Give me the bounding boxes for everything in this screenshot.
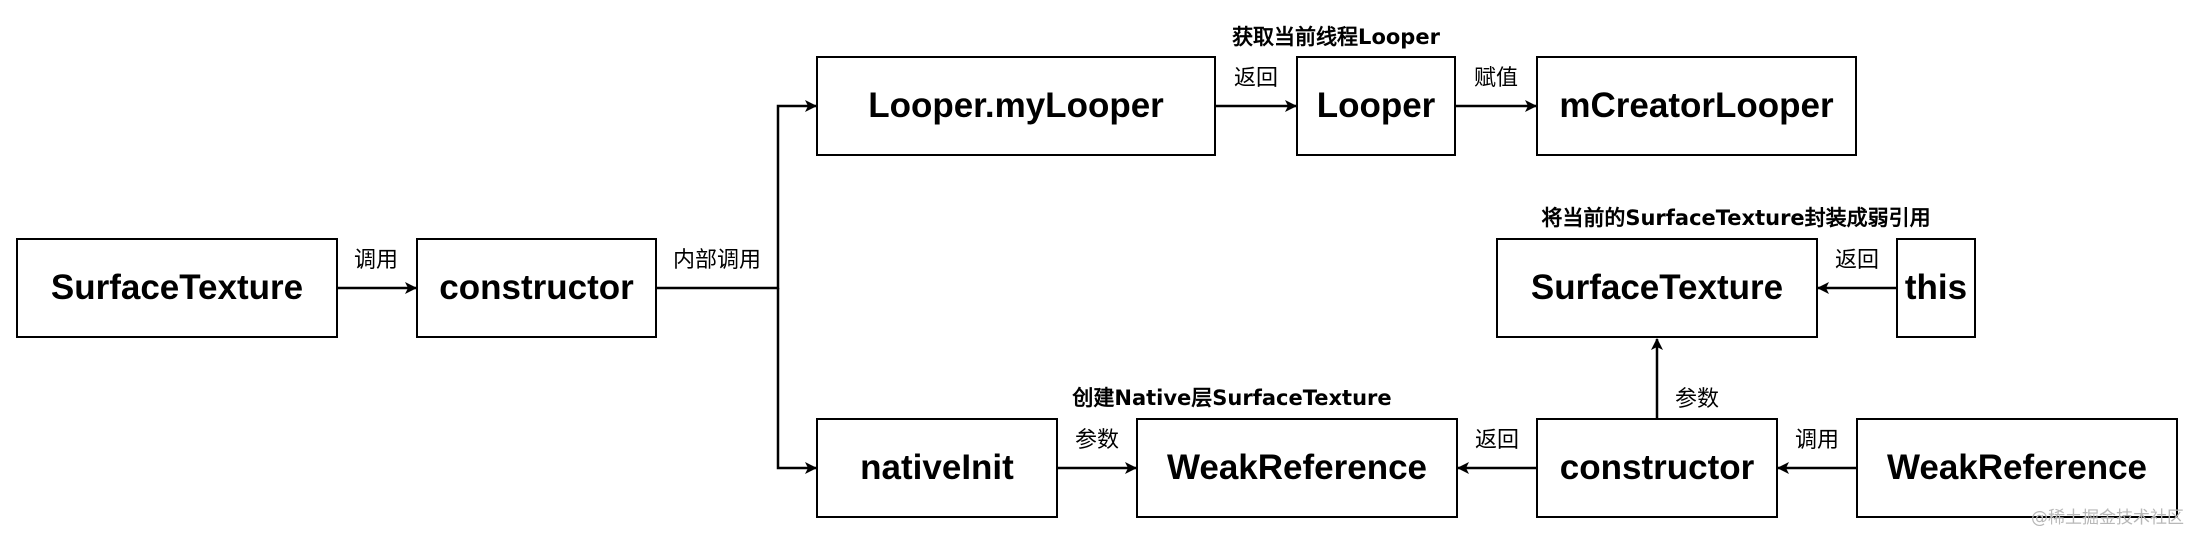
label-params-2: 参数: [1674, 387, 1720, 412]
label-call-2: 调用: [1794, 428, 1840, 453]
note-wrap-weak: 将当前的SurfaceTexture封装成弱引用: [1541, 206, 1931, 230]
node-this: this: [1896, 238, 1976, 338]
note-get-looper: 获取当前线程Looper: [1232, 25, 1440, 49]
node-weak-reference-mid: WeakReference: [1136, 418, 1458, 518]
node-weak-reference-right: WeakReference: [1856, 418, 2178, 518]
label-return-1: 返回: [1233, 66, 1279, 91]
label-return-2: 返回: [1834, 248, 1880, 273]
node-surface-texture-right: SurfaceTexture: [1496, 238, 1818, 338]
watermark: @稀土掘金技术社区: [2031, 508, 2184, 528]
label-internal-call: 内部调用: [672, 248, 762, 273]
label-call-1: 调用: [353, 248, 399, 273]
note-create-native: 创建Native层SurfaceTexture: [1072, 386, 1392, 410]
node-constructor-right: constructor: [1536, 418, 1778, 518]
node-surface-texture: SurfaceTexture: [16, 238, 338, 338]
label-assign: 赋值: [1473, 66, 1519, 91]
node-looper-mylooper: Looper.myLooper: [816, 56, 1216, 156]
node-m-creator-looper: mCreatorLooper: [1536, 56, 1857, 156]
edge-constructor-branch-lower: [776, 288, 817, 474]
node-native-init: nativeInit: [816, 418, 1058, 518]
label-return-3: 返回: [1474, 428, 1520, 453]
edge-constructor-branch: [657, 100, 817, 290]
node-constructor: constructor: [416, 238, 657, 338]
node-looper: Looper: [1296, 56, 1456, 156]
label-params-1: 参数: [1074, 428, 1120, 453]
